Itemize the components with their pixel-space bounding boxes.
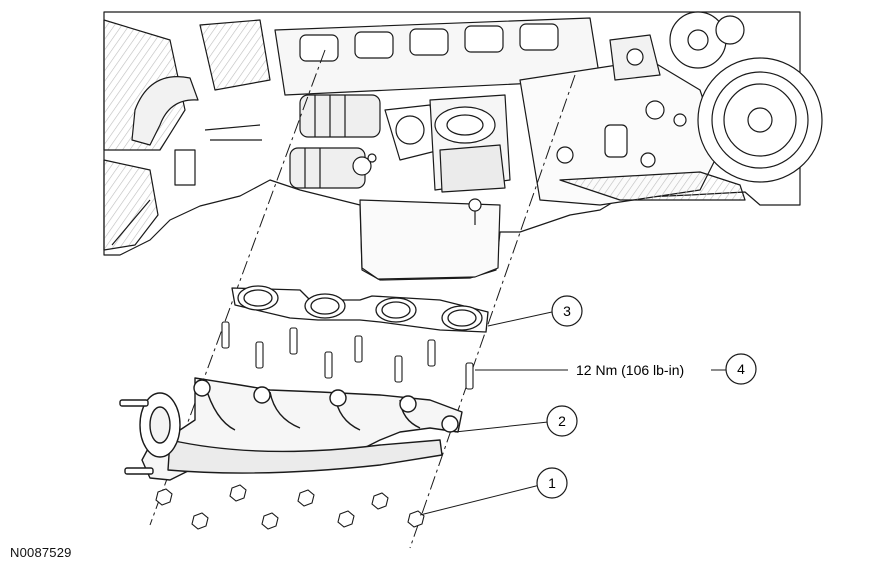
exhaust-manifold bbox=[119, 377, 463, 481]
exhaust-gaskets bbox=[231, 285, 489, 333]
callout-2-number: 2 bbox=[558, 413, 566, 429]
studs bbox=[221, 321, 474, 390]
oil-pan bbox=[359, 199, 501, 280]
callout-2: 2 bbox=[546, 405, 578, 437]
coolant-hose bbox=[131, 76, 199, 146]
callout-1: 1 bbox=[536, 467, 568, 499]
accessory-pulleys bbox=[669, 11, 823, 183]
callout-4-number: 4 bbox=[737, 361, 745, 377]
callout-3: 3 bbox=[551, 295, 583, 327]
callout-4: 12 Nm (106 lb-in) 4 bbox=[576, 353, 757, 385]
alignment-lines bbox=[149, 49, 576, 549]
manifold-nuts bbox=[155, 484, 425, 530]
torque-spec-label: 12 Nm (106 lb-in) bbox=[576, 362, 684, 378]
starter-motor bbox=[289, 94, 381, 189]
callout-1-number: 1 bbox=[548, 475, 556, 491]
leader-lines bbox=[419, 311, 726, 516]
engine-block bbox=[103, 11, 823, 281]
callout-3-number: 3 bbox=[563, 303, 571, 319]
figure-id: N0087529 bbox=[10, 545, 72, 560]
